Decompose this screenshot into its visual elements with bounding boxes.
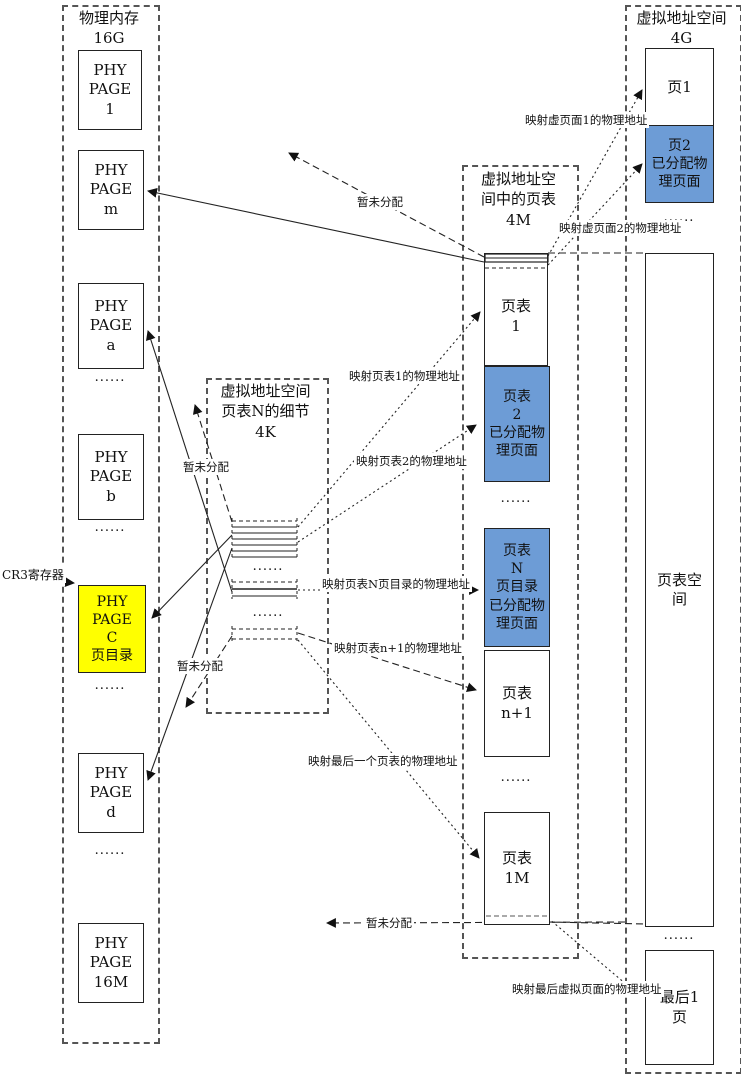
pte-ladder-allocated [231, 518, 298, 560]
pte-row-unallocated [231, 626, 298, 642]
map-pt-n-plus-1-label: 映射页表n+1的物理地址 [332, 640, 464, 656]
unallocated-mid-lower-label: 暂未分配 [175, 658, 225, 674]
map-last-pt-label: 映射最后一个页表的物理地址 [306, 753, 460, 769]
ellipsis-detail-1: ...... [252, 559, 284, 574]
page-table-2: 页表 2 已分配物 理页面 [484, 366, 550, 482]
arrow-entry-to-phy-c [151, 534, 233, 619]
arrow-map-pt-n-plus-1 [297, 632, 477, 692]
arrow-map-last-pt [297, 639, 480, 859]
page-tables-container [462, 165, 579, 959]
ellipsis-detail-2: ...... [252, 605, 284, 620]
phy-page-b: PHY PAGE b [78, 434, 144, 520]
ellipsis-va-2: ...... [663, 928, 695, 943]
virtual-page-1: 页1 [645, 48, 714, 127]
map-last-vpage-label: 映射最后虚拟页面的物理地址 [510, 981, 664, 997]
ellipsis-phy-1: ...... [94, 370, 126, 385]
unallocated-bottom-label: 暂未分配 [364, 915, 414, 931]
ellipsis-phy-3: ...... [94, 678, 126, 693]
map-pt1-label: 映射页表1的物理地址 [347, 368, 462, 384]
page-table-n-directory: 页表 N 页目录 已分配物 理页面 [484, 528, 550, 647]
unallocated-top-label: 暂未分配 [355, 194, 405, 210]
line-pt-region-bottom-correspondence [547, 921, 646, 925]
phy-page-1: PHY PAGE 1 [78, 50, 142, 130]
page-table-1m: 页表 1M [484, 812, 550, 925]
page-tables-title: 虚拟地址空 间中的页表 4M [480, 170, 556, 229]
phy-page-16m: PHY PAGE 16M [78, 923, 144, 1003]
page-table-1: 页表 1 [484, 253, 548, 366]
arrow-pt1-entry-to-phy-m [147, 187, 485, 263]
map-vpage1-label: 映射虚页面1的物理地址 [523, 112, 650, 128]
page-table-1-entry-strip [484, 253, 549, 269]
page-table-n-plus-1: 页表 n+1 [484, 650, 550, 757]
physical-memory-container [62, 5, 160, 1044]
map-vpage2-label: 映射虚页面2的物理地址 [557, 220, 684, 236]
phy-page-m: PHY PAGE m [78, 150, 144, 230]
phy-page-a: PHY PAGE a [78, 283, 144, 369]
arrow-map-pt1 [297, 311, 481, 528]
unallocated-mid-upper-label: 暂未分配 [181, 459, 231, 475]
ellipsis-phy-2: ...... [94, 520, 126, 535]
cr3-register-label: CR3寄存器 [0, 566, 66, 583]
last-page: 最后1 页 [645, 950, 714, 1065]
page-table-1m-inner-dashed-line [486, 915, 548, 917]
ellipsis-pt-1: ...... [500, 491, 532, 506]
ellipsis-phy-4: ...... [94, 843, 126, 858]
phy-page-c-page-directory: PHY PAGE C 页目录 [78, 585, 146, 673]
map-ptN-directory-label: 映射页表N页目录的物理地址 [320, 576, 473, 592]
pte-row-directory [231, 579, 298, 599]
map-pt2-label: 映射页表2的物理地址 [354, 453, 469, 469]
phy-page-d: PHY PAGE d [78, 753, 144, 833]
ellipsis-pt-2: ...... [500, 770, 532, 785]
page-table-detail-container [206, 378, 329, 714]
page-table-detail-title: 虚拟地址空间 页表N的细节 4K [220, 382, 311, 441]
arrow-map-pt2 [297, 424, 477, 543]
physical-memory-title: 物理内存 16G [78, 9, 139, 48]
page-table-space: 页表空 间 [645, 253, 714, 927]
arrow-unallocated-mid-lower [185, 635, 233, 708]
virtual-space-title: 虚拟地址空间 4G [636, 9, 727, 48]
virtual-page-2: 页2 已分配物 理页面 [645, 125, 714, 203]
